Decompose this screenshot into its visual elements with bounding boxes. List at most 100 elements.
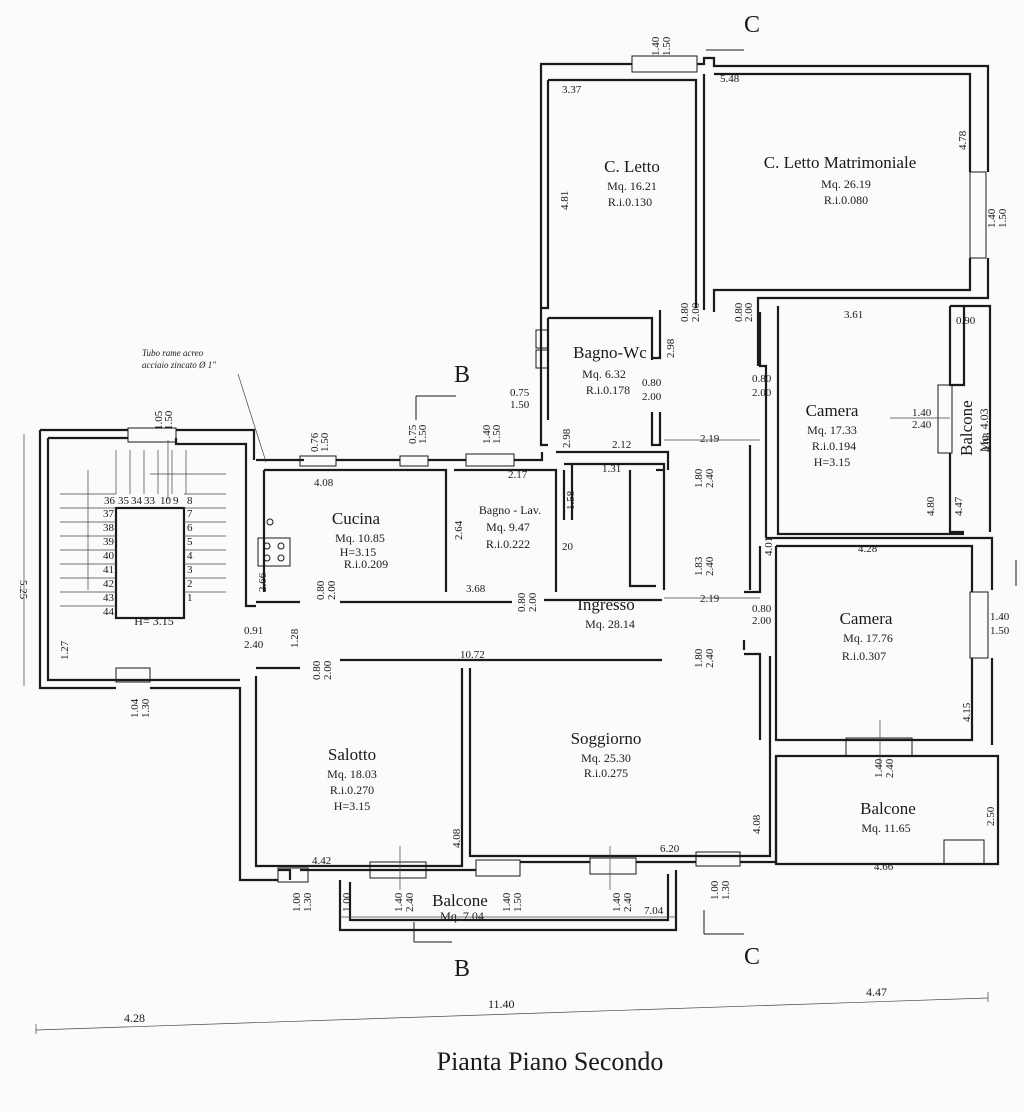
step-44: 44 (103, 606, 115, 618)
dim-1-58: 1.58 (565, 490, 577, 510)
salotto-h: H=3.15 (334, 799, 370, 813)
step-8: 8 (187, 495, 193, 507)
dim-11-40: 11.40 (488, 997, 515, 1011)
room-bagno-lav: Bagno - Lav. Mq. 9.47 R.i.0.222 (479, 503, 541, 551)
section-b-top: B (454, 362, 470, 388)
step-9: 9 (173, 495, 179, 507)
dim-cuc-door-w: 0.80 (315, 580, 327, 600)
section-c-bottom: C (744, 944, 760, 970)
dim-4-42: 4.42 (312, 855, 331, 867)
camera1-area: Mq. 17.33 (807, 423, 857, 437)
dim-2-12: 2.12 (612, 439, 631, 451)
dim-cam-door-h: 2.00 (752, 387, 772, 399)
room-salotto: Salotto Mq. 18.03 R.i.0.270 H=3.15 (327, 745, 377, 813)
dim-1-50-wc: 1.50 (510, 399, 530, 411)
balcone-v-area: Mq. 4.03 (977, 408, 991, 452)
dim-1-83: 1.83 (693, 556, 705, 576)
soggiorno-ri: R.i.0.275 (584, 766, 628, 780)
dim-sogg-window-w: 1.40 (501, 892, 513, 912)
dim-4-47-right: 4.47 (953, 496, 965, 516)
stair-step-numbers: 36 35 34 33 10 9 8 37 7 38 6 39 5 40 4 4… (103, 495, 193, 618)
dim-ing-door-w: 0.80 (516, 592, 528, 612)
dim-1-04: 1.04 (129, 698, 141, 718)
dim-cam2-door-h: 2.00 (752, 615, 772, 627)
pipe-note-line2: acciaio zincato Ø 1" (142, 360, 216, 370)
room-balcone-right: Balcone Mq. 11.65 (860, 799, 916, 835)
matrimoniale-area: Mq. 26.19 (821, 177, 871, 191)
step-41: 41 (103, 564, 114, 576)
dim-5-25: 5.25 (17, 580, 29, 600)
dim-0-75: 0.75 (510, 387, 530, 399)
soggiorno-area: Mq. 25.30 (581, 751, 631, 765)
camera1-h: H=3.15 (814, 455, 850, 469)
dim-0-90: 0.90 (956, 315, 976, 327)
dim-2-98-bottom: 2.98 (561, 428, 573, 448)
dim-stair-window-w: 1.05 (153, 410, 165, 430)
dim-cam-door-w: 0.80 (752, 373, 772, 385)
bagno-lav-ri: R.i.0.222 (486, 537, 530, 551)
dim-sogg-window2-h: 1.30 (720, 880, 732, 900)
room-camera-2: Camera Mq. 17.76 R.i.0.307 (840, 609, 893, 663)
dim-lav-window-h: 1.50 (491, 424, 503, 444)
bagno-lav-name: Bagno - Lav. (479, 503, 541, 517)
dim-4-28-total: 4.28 (124, 1011, 145, 1025)
dim-0-76: 0.76 (309, 432, 321, 452)
section-b-bottom: B (454, 956, 470, 982)
dim-4-28-camera: 4.28 (858, 543, 878, 555)
salotto-area: Mq. 18.03 (327, 767, 377, 781)
dim-4-08-soggiorno: 4.08 (751, 814, 763, 834)
c-letto-name: C. Letto (604, 157, 660, 176)
dim-1-30-stair: 1.30 (140, 698, 152, 718)
dim-sogg-window2-w: 1.00 (709, 880, 721, 900)
balcone-r-area: Mq. 11.65 (861, 821, 910, 835)
balcone-b-area: Mq. 7.04 (440, 909, 484, 923)
section-c-top: C (744, 12, 760, 38)
matrimoniale-ri: R.i.0.080 (824, 193, 868, 207)
dim-cam2-window-w: 1.40 (990, 611, 1010, 623)
room-camera-1: Camera Mq. 17.33 R.i.0.194 H=3.15 (806, 401, 859, 469)
room-scale: H= 3.15 (134, 614, 173, 628)
matrimoniale-name: C. Letto Matrimoniale (764, 153, 917, 172)
dim-balc-b-door2-w: 1.40 (611, 892, 623, 912)
step-36: 36 (104, 495, 116, 507)
dim-right-window-h: 1.50 (997, 208, 1009, 228)
stove-icon (257, 518, 291, 567)
step-39: 39 (103, 536, 115, 548)
bagno-wc-name: Bagno-Wc (573, 343, 647, 362)
dim-4-47-total: 4.47 (866, 985, 887, 999)
step-1: 1 (187, 592, 193, 604)
room-matrimoniale: C. Letto Matrimoniale Mq. 26.19 R.i.0.08… (764, 153, 917, 207)
pipe-note-line1: Tubo rame acreo (142, 348, 204, 358)
dim-1-50-cucina: 1.50 (319, 432, 331, 452)
dim-2-66: 2.66 (257, 572, 269, 592)
balcone-b-name: Balcone (432, 891, 488, 910)
plan-title: Pianta Piano Secondo (437, 1047, 664, 1076)
dim-balc-b-door2-h: 2.40 (622, 892, 634, 912)
step-7: 7 (187, 508, 193, 520)
dim-balc-r-door-h: 2.40 (884, 758, 896, 778)
dim-4-66: 4.66 (874, 861, 894, 873)
windows (115, 55, 989, 883)
dim-3-68: 3.68 (466, 583, 486, 595)
dim-5-48: 5.48 (720, 73, 740, 85)
dimension-labels: 1.40 1.50 5.48 3.37 4.78 4.81 1.40 1.50 … (17, 36, 1010, 1025)
dim-7-04: 7.04 (644, 905, 664, 917)
c-letto-area: Mq. 16.21 (607, 179, 657, 193)
dim-cam2-window-h: 1.50 (990, 625, 1010, 637)
step-2: 2 (187, 578, 193, 590)
dim-1-80-top: 1.80 (693, 468, 705, 488)
dim-2-98-top: 2.98 (665, 338, 677, 358)
staircase (60, 440, 226, 620)
dim-2-19-top: 2.19 (700, 433, 720, 445)
balcone-v-name: Balcone (957, 400, 976, 456)
dim-balc-door-h: 2.40 (912, 419, 932, 431)
dim-4-78: 4.78 (957, 130, 969, 150)
dim-2-19-bottom: 2.19 (700, 593, 720, 605)
balcone-r-name: Balcone (860, 799, 916, 818)
dim-2-40-stair: 2.40 (244, 639, 264, 651)
walls (38, 56, 1000, 932)
room-cucina: Cucina Mq. 10.85 H=3.15 R.i.0.209 (332, 509, 388, 571)
step-35: 35 (118, 495, 130, 507)
ingresso-area: Mq. 28.14 (585, 617, 635, 631)
bagno-lav-area: Mq. 9.47 (486, 520, 530, 534)
